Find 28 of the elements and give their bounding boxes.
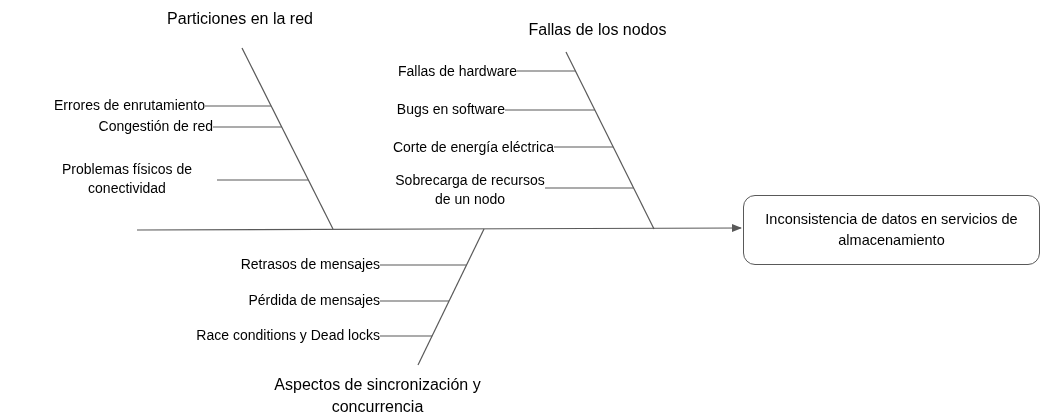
cause-label: Errores de enrutamiento [54, 96, 205, 115]
bone-line [417, 228, 485, 366]
bone-line [241, 47, 334, 230]
cause-label: Fallas de hardware [397, 62, 517, 81]
cause-line [204, 105, 272, 107]
cause-line [516, 70, 577, 72]
category-label: Fallas de los nodos [515, 19, 680, 41]
cause-line [379, 335, 433, 337]
cause-line [504, 109, 596, 111]
cause-label: Pérdida de mensajes [248, 291, 380, 310]
cause-label: Corte de energía eléctrica [392, 138, 554, 157]
category-label: Aspectos de sincronización y concurrencia [245, 374, 510, 417]
cause-line [544, 187, 635, 189]
cause-label: Bugs en software [396, 100, 505, 119]
bone-line [565, 51, 655, 230]
cause-line [379, 300, 450, 302]
cause-label: Sobrecarga de recursos de un nodo [395, 171, 545, 209]
effect-box: Inconsistencia de datos en servicios de almacenamiento [743, 195, 1040, 265]
cause-line [553, 146, 614, 148]
cause-line [216, 179, 309, 181]
cause-label: Retrasos de mensajes [240, 255, 380, 274]
cause-label: Race conditions y Dead locks [196, 326, 380, 345]
cause-line [379, 264, 468, 266]
cause-label: Congestión de red [98, 117, 213, 136]
category-label: Particiones en la red [150, 8, 330, 30]
spine-arrow [136, 224, 742, 233]
cause-line [212, 126, 283, 128]
cause-label: Problemas físicos de conectividad [37, 160, 217, 198]
